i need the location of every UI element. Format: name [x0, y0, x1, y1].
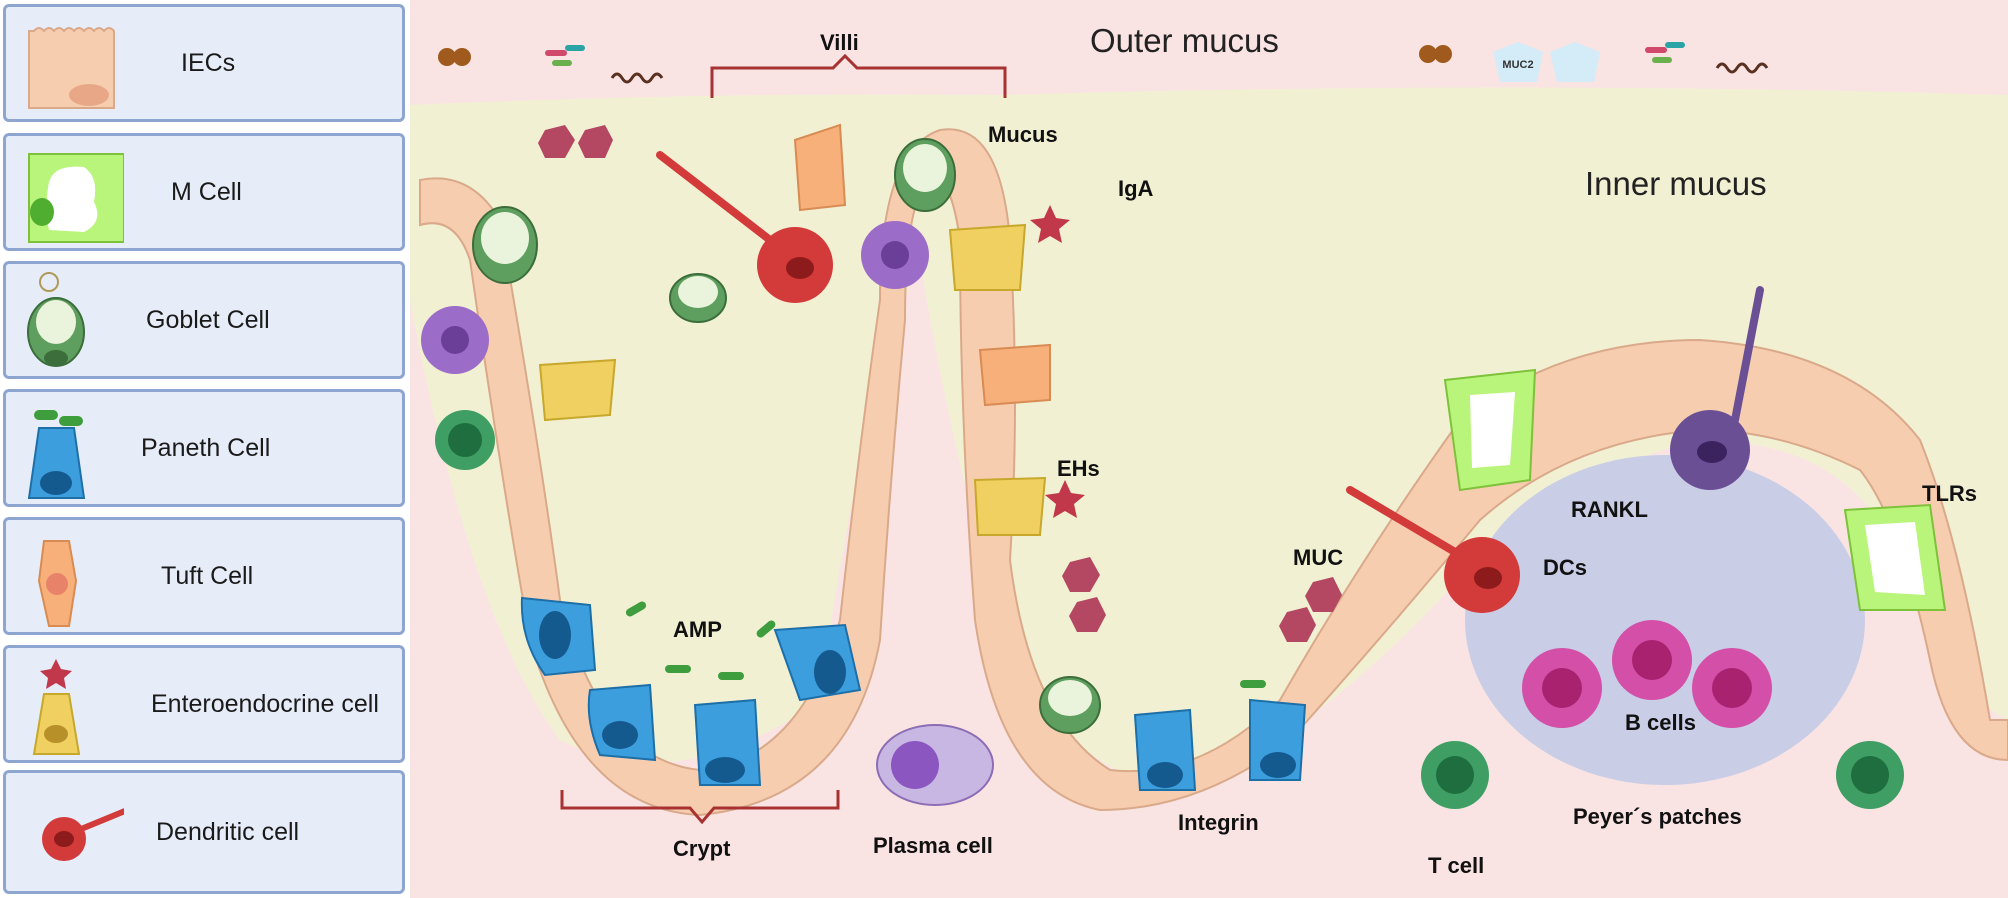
legend-label: IECs [181, 48, 236, 77]
muc2-label: MUC2 [1502, 59, 1533, 71]
t-cells [435, 410, 1904, 809]
b-cells-label: B cells [1625, 710, 1696, 735]
dcs-label: DCs [1543, 555, 1588, 580]
legend-item-paneth-cell: Paneth Cell [3, 389, 405, 507]
legend-label: M Cell [171, 177, 242, 206]
mucus-label: Mucus [988, 122, 1058, 147]
tuft-cells [793, 123, 1051, 407]
plasma-cell-label: Plasma cell [873, 833, 993, 858]
muc-label: MUC [1293, 545, 1344, 570]
legend-item-tuft-cell: Tuft Cell [3, 517, 405, 635]
legend-item-m-cell: M Cell [3, 133, 405, 251]
iga-label: IgA [1118, 176, 1154, 201]
peyers-patches-label: Peyer´s patches [1573, 804, 1742, 829]
amp-rods [625, 601, 1266, 688]
paneth-nuclei [539, 611, 1296, 788]
rankl-label: RANKL [1571, 497, 1648, 522]
ehs-label: EHs [1057, 456, 1100, 481]
tuft-cell-icon [37, 540, 78, 627]
enteroendocrine-cells [538, 223, 1047, 536]
amp-label: AMP [673, 617, 722, 642]
legend-item-enteroendocrine-cell: Enteroendocrine cell [3, 645, 405, 763]
integrin-label: Integrin [1178, 810, 1259, 835]
eh-stars [1030, 205, 1085, 518]
b-cells [1522, 620, 1772, 728]
villi-bracket [710, 53, 1007, 98]
legend-item-goblet-cell: Goblet Cell [3, 261, 405, 379]
enteroendocrine-cell-icon [32, 659, 81, 755]
dendritic-cells [656, 151, 1764, 613]
m-cell-pockets [1470, 392, 1925, 595]
legend-item-dendritic-cell: Dendritic cell [3, 770, 405, 894]
dendritic-cell-icon [42, 808, 124, 861]
goblet-granules [481, 144, 1092, 716]
epithelial-layer [419, 128, 2008, 817]
m-cell-icon [28, 153, 124, 243]
t-cell-label: T cell [1428, 853, 1485, 878]
plasma-cell [876, 724, 994, 806]
villi-label: Villi [820, 30, 859, 55]
tlrs-label: TLRs [1922, 481, 1977, 506]
muc2-pentagons [1493, 42, 1600, 82]
legend-label: Dendritic cell [156, 817, 300, 846]
crypt-label: Crypt [673, 836, 731, 861]
legend-label: Paneth Cell [141, 433, 271, 462]
outer-mucus-label: Outer mucus [1090, 22, 1279, 59]
legend-label: Tuft Cell [161, 561, 254, 590]
crypt-bracket [560, 790, 840, 825]
legend-item-iecs: IECs [3, 4, 405, 122]
bacteria [438, 42, 1769, 84]
legend-label: Enteroendocrine cell [151, 689, 379, 718]
paneth-cell-icon [27, 410, 86, 499]
mucin-particles [538, 125, 1342, 642]
legend-label: Goblet Cell [146, 305, 270, 334]
goblet-cell-icon [27, 272, 85, 367]
inner-mucus-label: Inner mucus [1585, 165, 1767, 202]
iec-icon [28, 27, 115, 109]
